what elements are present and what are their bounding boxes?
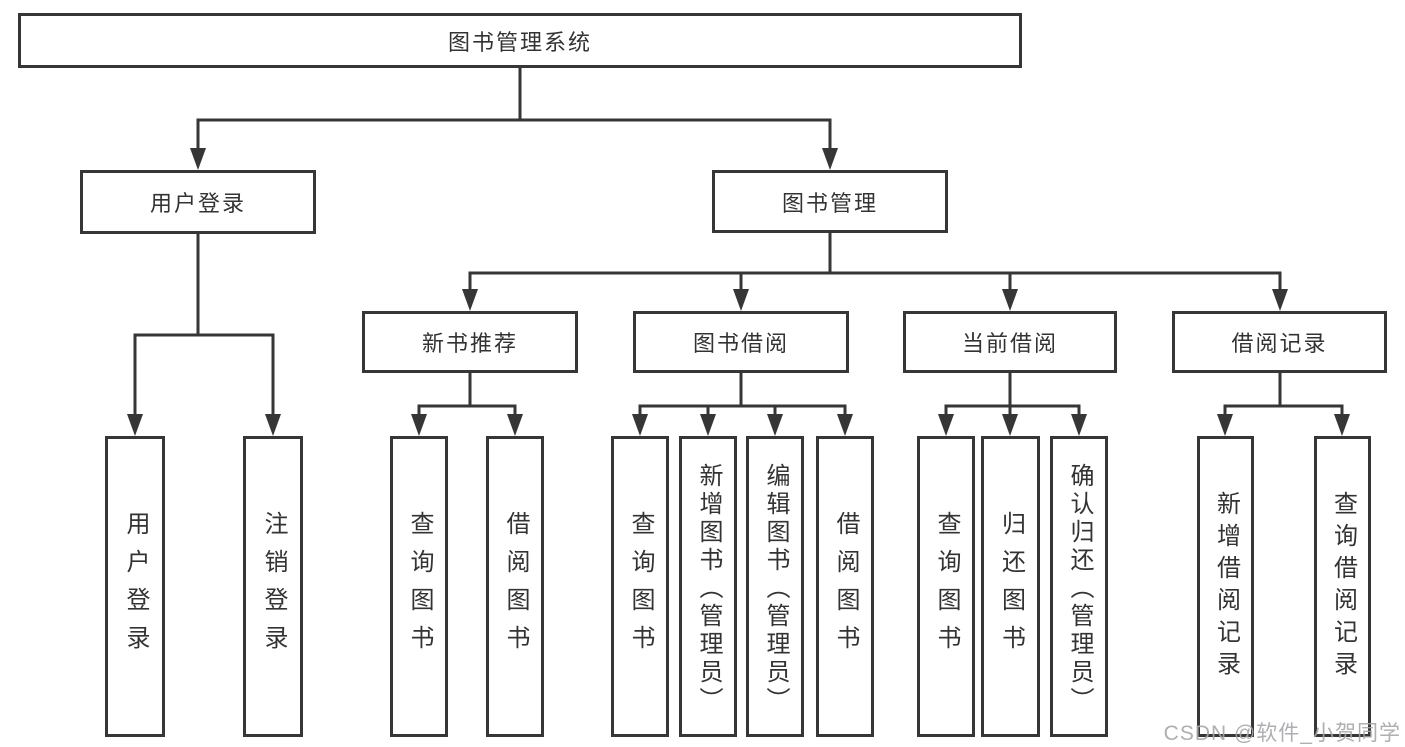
- leaf-confirm-return-admin: 确认归还（管理员）: [1050, 436, 1108, 737]
- node-current-borrowing: 当前借阅: [903, 311, 1117, 373]
- csdn-watermark: CSDN @软件_小贺同学: [1163, 722, 1401, 745]
- leaf-query-books-recommend: 查询图书: [390, 436, 448, 737]
- node-library-management-system: 图书管理系统: [18, 13, 1022, 68]
- node-book-management-branch: 图书管理: [712, 170, 948, 233]
- leaf-user-login: 用户登录: [105, 436, 165, 737]
- leaf-add-book-admin: 新增图书（管理员）: [679, 436, 737, 737]
- node-book-borrowing: 图书借阅: [633, 311, 849, 373]
- node-user-login-branch: 用户登录: [80, 170, 316, 234]
- leaf-edit-book-admin: 编辑图书（管理员）: [746, 436, 804, 737]
- leaf-borrow-books-recommend: 借阅图书: [486, 436, 544, 737]
- leaf-logout: 注销登录: [243, 436, 303, 737]
- leaf-borrow-books: 借阅图书: [816, 436, 874, 737]
- leaf-query-books-current: 查询图书: [917, 436, 975, 737]
- leaf-return-book: 归还图书: [981, 436, 1040, 737]
- leaf-add-borrow-record: 新增借阅记录: [1197, 436, 1254, 737]
- node-borrowing-records: 借阅记录: [1172, 311, 1387, 373]
- node-new-book-recommend: 新书推荐: [362, 311, 578, 373]
- leaf-query-borrow-record: 查询借阅记录: [1314, 436, 1371, 737]
- leaf-query-books-borrow: 查询图书: [611, 436, 669, 737]
